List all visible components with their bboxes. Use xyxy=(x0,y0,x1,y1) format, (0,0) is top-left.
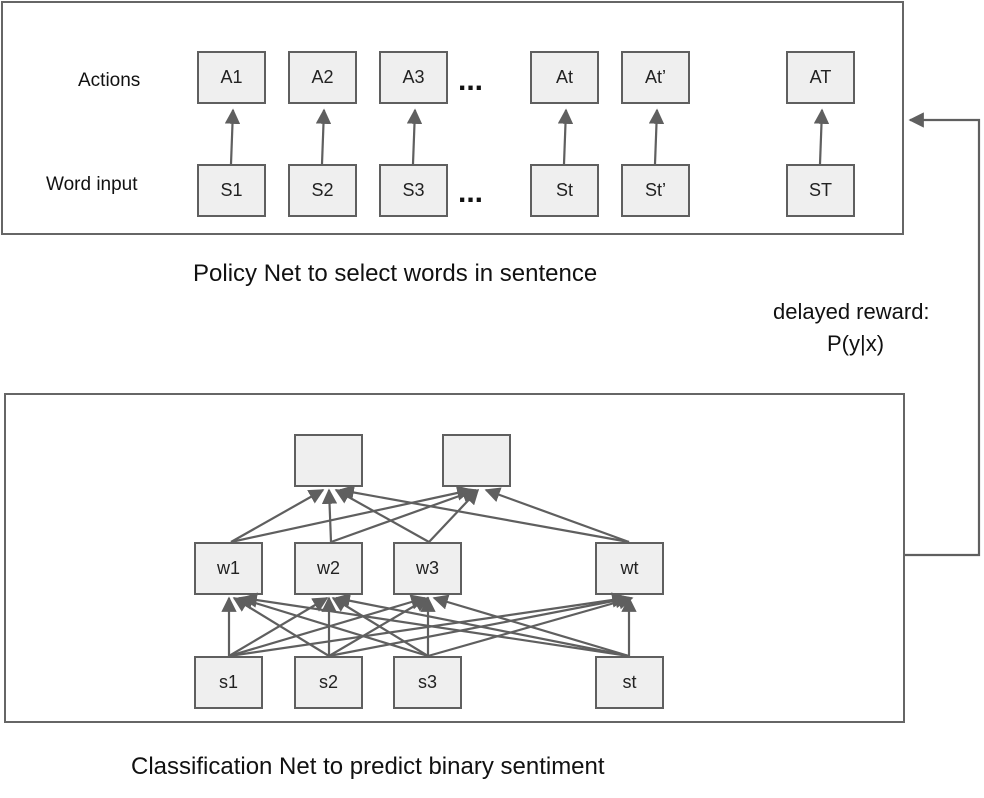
hidden-node-w1: w1 xyxy=(194,542,263,595)
action-node-a3: A3 xyxy=(379,51,448,104)
hidden-label-w3: w3 xyxy=(415,558,439,578)
policy-net-panel xyxy=(1,1,904,235)
policy-arrow-1 xyxy=(224,108,241,165)
action-node-a1: A1 xyxy=(197,51,266,104)
input-label-s3: S3 xyxy=(402,180,424,200)
classification-input-nodes: s1 s2 s3 st xyxy=(194,656,664,709)
hidden-node-w2: w2 xyxy=(294,542,363,595)
action-node-at-final: AT xyxy=(786,51,855,104)
actions-ellipsis: ... xyxy=(458,64,483,97)
edge-st-w2 xyxy=(334,593,630,658)
action-label-a1: A1 xyxy=(220,67,242,87)
input-node-st-prime: St’ xyxy=(621,164,690,217)
actions-row-label: Actions xyxy=(78,70,140,91)
edge-w1-output-1 xyxy=(230,489,325,543)
edge-s1-w3 xyxy=(228,594,427,658)
input-label-st-final: ST xyxy=(809,180,832,200)
hidden-node-wt: wt xyxy=(595,542,664,595)
class-input-label-s3: s3 xyxy=(418,672,437,692)
input-label-s2: S2 xyxy=(311,180,333,200)
input-node-s2: S2 xyxy=(288,164,357,217)
inputs-ellipsis: ... xyxy=(458,176,483,209)
edge-st-w1 xyxy=(241,592,630,658)
reward-feedback-arrow xyxy=(905,112,981,557)
input-label-st-prime: St’ xyxy=(645,180,666,200)
input-node-s1: S1 xyxy=(197,164,266,217)
action-label-a3: A3 xyxy=(402,67,424,87)
class-input-label-st: st xyxy=(622,672,636,692)
hidden-label-wt: wt xyxy=(620,558,639,578)
policy-action-nodes: A1 A2 A3 At At’ AT xyxy=(197,51,855,104)
class-input-label-s1: s1 xyxy=(219,672,238,692)
policy-arrow-3 xyxy=(406,108,423,165)
classification-output-nodes xyxy=(294,434,511,487)
hidden-node-w3: w3 xyxy=(393,542,462,595)
action-label-at: At xyxy=(556,67,573,87)
input-node-st-final: ST xyxy=(786,164,855,217)
action-node-a2: A2 xyxy=(288,51,357,104)
class-input-node-st: st xyxy=(595,656,664,709)
edge-w2-output-1 xyxy=(321,488,338,543)
word-input-row-label: Word input xyxy=(46,174,138,195)
classification-net-caption: Classification Net to predict binary sen… xyxy=(131,753,605,780)
edge-wt-output-2 xyxy=(484,487,630,544)
classification-hidden-to-output-edges xyxy=(230,484,630,544)
policy-arrow-t xyxy=(557,108,574,165)
input-label-st: St xyxy=(556,180,573,200)
action-node-at-prime: At’ xyxy=(621,51,690,104)
hidden-label-w1: w1 xyxy=(216,558,240,578)
class-input-node-s2: s2 xyxy=(294,656,363,709)
action-label-at-final: AT xyxy=(810,67,832,87)
classification-input-to-hidden-edges xyxy=(221,592,637,658)
input-node-st: St xyxy=(530,164,599,217)
edge-wt-output-1 xyxy=(338,484,630,544)
policy-net-caption: Policy Net to select words in sentence xyxy=(193,260,597,287)
input-node-s3: S3 xyxy=(379,164,448,217)
policy-arrow-t-prime xyxy=(648,108,665,165)
policy-input-nodes: S1 S2 S3 St St’ ST xyxy=(197,164,855,217)
reward-label-line-1: delayed reward: xyxy=(773,299,930,324)
policy-arrow-t-final xyxy=(813,108,830,165)
classification-hidden-nodes: w1 w2 w3 wt xyxy=(194,542,664,595)
action-node-at: At xyxy=(530,51,599,104)
output-node-1 xyxy=(294,434,363,487)
action-label-a2: A2 xyxy=(311,67,333,87)
reward-label-line-2: P(y|x) xyxy=(827,331,884,356)
edge-st-w3 xyxy=(432,594,630,658)
hidden-label-w2: w2 xyxy=(316,558,340,578)
class-input-label-s2: s2 xyxy=(319,672,338,692)
policy-arrows xyxy=(224,108,830,165)
edge-w2-output-2 xyxy=(330,487,478,544)
edge-s3-w1 xyxy=(237,594,429,658)
edge-w1-output-2 xyxy=(230,485,473,544)
action-label-at-prime: At’ xyxy=(645,67,666,87)
class-input-node-s1: s1 xyxy=(194,656,263,709)
class-input-node-s3: s3 xyxy=(393,656,462,709)
input-label-s1: S1 xyxy=(220,180,242,200)
edge-w3-output-2 xyxy=(428,488,480,543)
output-node-2 xyxy=(442,434,511,487)
policy-arrow-2 xyxy=(315,108,332,165)
